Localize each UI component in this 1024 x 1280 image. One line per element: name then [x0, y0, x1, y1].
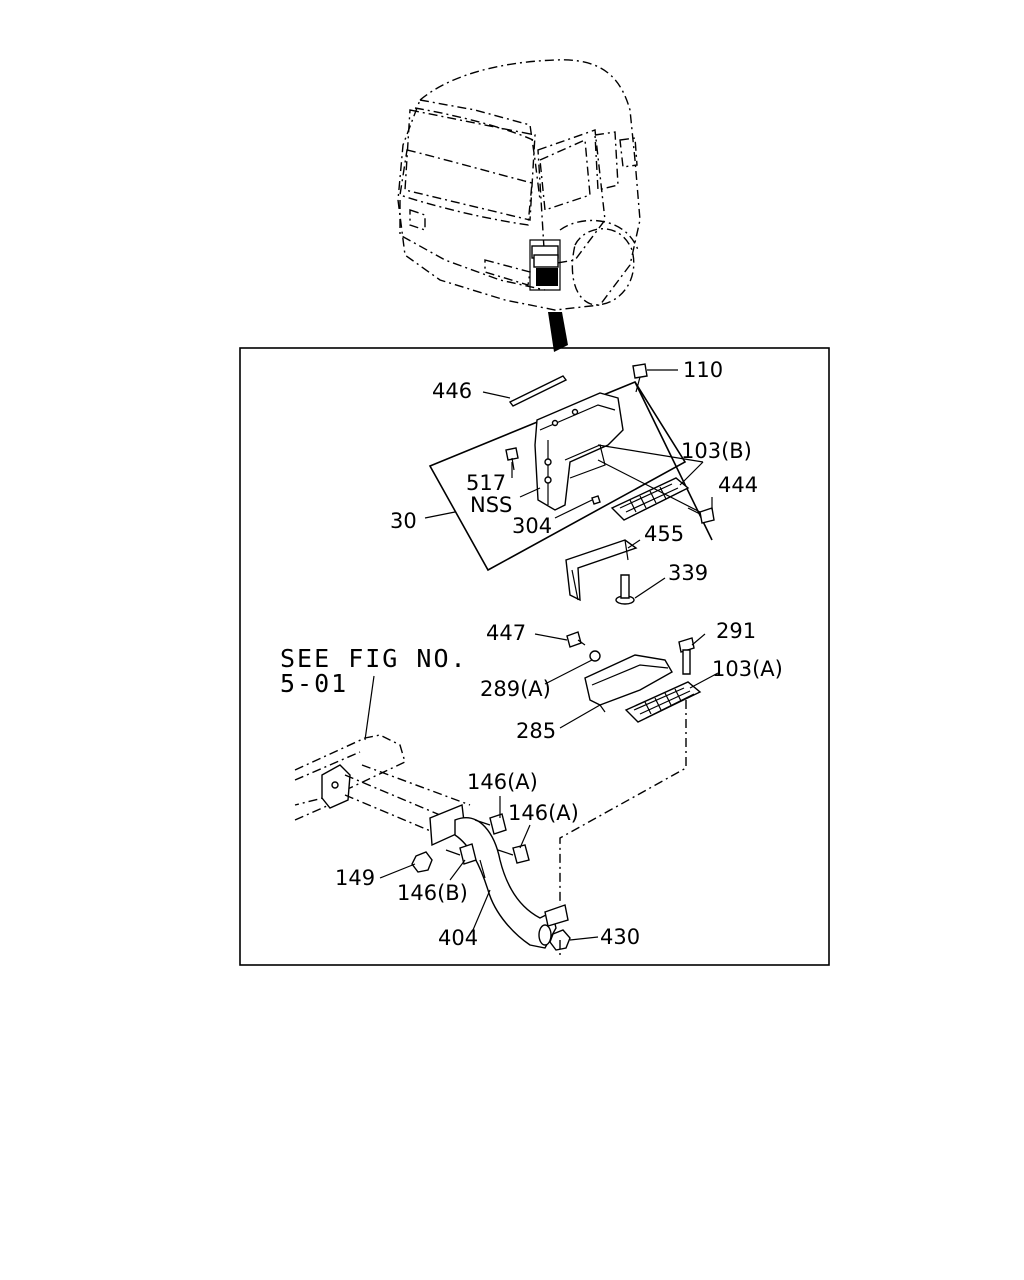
part-103b-step-plate [610, 477, 690, 521]
callout-nss: NSS [470, 493, 512, 517]
callout-149: 149 [335, 866, 375, 890]
see-fig-number: 5-01 [280, 669, 348, 698]
callout-285: 285 [516, 719, 556, 743]
callout-339: 339 [668, 561, 708, 585]
callout-110: 110 [683, 358, 723, 382]
part-447-bolt [566, 631, 586, 648]
part-146a-bolt-lower [497, 844, 530, 864]
callout-444: 444 [718, 473, 758, 497]
part-149-nut [411, 851, 433, 873]
part-517-screw [505, 447, 519, 471]
callout-447: 447 [486, 621, 526, 645]
part-304-clip [591, 495, 601, 505]
callout-404: 404 [438, 926, 478, 950]
callout-146a-lower: 146(A) [508, 801, 579, 825]
callout-455: 455 [644, 522, 684, 546]
callout-146b: 146(B) [397, 881, 468, 905]
see-fig-reference: SEE FIG NO. [280, 644, 468, 673]
part-455-bracket [565, 539, 638, 602]
detail-pointer [548, 312, 568, 352]
callout-103a: 103(A) [712, 657, 783, 681]
part-289a-washer [589, 650, 601, 662]
part-30-bracket [534, 392, 624, 511]
callout-446: 446 [432, 379, 472, 403]
part-146b-bolt [445, 843, 477, 865]
callout-103b: 103(B) [681, 439, 752, 463]
truck-cab-illustration [397, 59, 641, 311]
callout-304: 304 [512, 514, 552, 538]
part-103a-step-plate [624, 681, 702, 723]
callout-517: 517 [466, 471, 506, 495]
callout-146a-upper: 146(A) [467, 770, 538, 794]
part-339-stud [615, 574, 635, 605]
callout-430: 430 [600, 925, 640, 949]
callout-30: 30 [390, 509, 417, 533]
leader-lines [364, 369, 719, 941]
callout-289a: 289(A) [480, 677, 551, 701]
callout-291: 291 [716, 619, 756, 643]
detail-frame [239, 347, 830, 966]
part-404-step-bracket [429, 804, 569, 949]
part-146a-bolt-upper [474, 813, 507, 835]
callout-labels: 110 446 103(B) 444 517 NSS 30 304 455 33… [280, 358, 783, 950]
part-446-strip [508, 375, 568, 407]
part-110-bolt [632, 363, 648, 393]
part-444-bolt [687, 507, 715, 524]
part-291-bolt [678, 637, 695, 675]
part-285-bracket [584, 654, 673, 713]
